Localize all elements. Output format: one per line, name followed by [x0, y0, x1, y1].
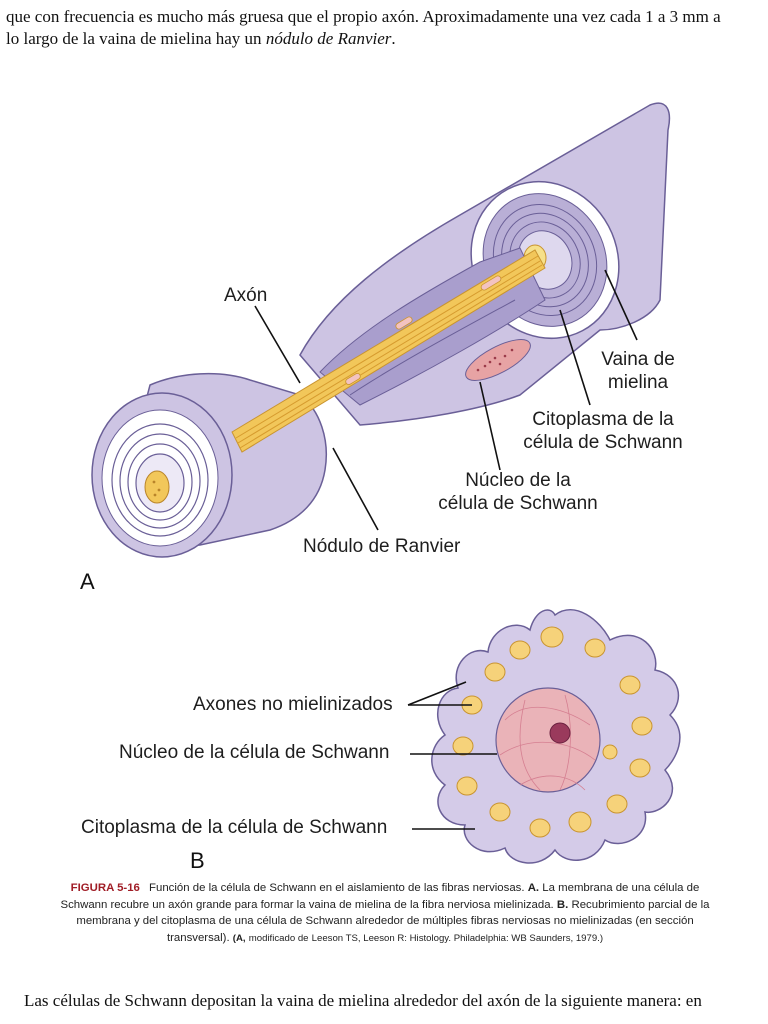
label-node-of-ranvier: Nódulo de Ranvier: [303, 536, 461, 557]
label-schwann-nucleus-a: Núcleo de la célula de Schwann: [428, 469, 608, 515]
top-paragraph-line-2: lo largo de la vaina de mielina hay un n…: [6, 28, 762, 50]
axon-strand: [231, 249, 546, 453]
caption-part-2: La membrana de una célula de Schwann rec…: [60, 882, 700, 911]
label-schwann-nucleus-b: Núcleo de la célula de Schwann: [119, 742, 390, 763]
caption-part-3: Recubrimiento parcial de la membrana y d…: [76, 898, 710, 944]
caption-credit-rest: Leeson TS, Leeson R: Histology. Philadel…: [311, 932, 604, 944]
label-schwann-cytoplasm-a: Citoplasma de la célula de Schwann: [513, 408, 693, 454]
figure-illustration: [91, 102, 681, 864]
caption-a-label: A.: [527, 882, 540, 894]
caption-credit-label: (A,: [232, 932, 246, 944]
bottom-paragraph: Las células de Schwann depositan la vain…: [24, 991, 702, 1010]
top-paragraph-italic-term: nódulo de Ranvier: [265, 29, 392, 48]
caption-figure-number: FIGURA 5-16: [70, 882, 140, 894]
label-myelin-sheath-line-2: mielina: [607, 372, 669, 393]
panel-label-b: B: [190, 848, 205, 873]
unmyelinated-axons: [452, 626, 653, 838]
top-paragraph-line-1: que con frecuencia es mucho más gruesa q…: [6, 7, 721, 26]
leader-lines-a: [254, 269, 638, 531]
label-unmyelinated-axons: Axones no mielinizados: [193, 694, 393, 715]
left-cut-face: [91, 392, 233, 558]
unmyelinated-cross-section: [407, 609, 681, 864]
caption-part-1: Función de la célula de Schwann en el ai…: [149, 882, 525, 894]
label-schwann-cytoplasm-a-line-1: Citoplasma de la: [532, 409, 674, 430]
caption-b-label: B.: [556, 898, 569, 911]
label-schwann-cytoplasm-a-line-2: célula de Schwann: [523, 432, 683, 453]
figure-caption: FIGURA 5-16 Función de la célula de Schw…: [60, 880, 710, 947]
top-paragraph-line-2-end: .: [391, 29, 396, 48]
label-myelin-sheath-line-1: Vaina de: [601, 349, 675, 370]
label-schwann-cytoplasm-b: Citoplasma de la célula de Schwann: [81, 817, 388, 838]
top-paragraph: que con frecuencia es mucho más gruesa q…: [6, 6, 762, 50]
panel-label-a: A: [80, 569, 95, 594]
schwann-nucleus-b: [495, 687, 601, 793]
label-myelin-sheath: Vaina de mielina: [588, 348, 688, 394]
schwann-nucleus-a: [465, 339, 531, 381]
label-schwann-nucleus-a-line-2: célula de Schwann: [438, 493, 598, 514]
myelinated-fiber-drawing: [91, 102, 671, 558]
top-paragraph-line-2-start: lo largo de la vaina de mielina hay un: [6, 29, 266, 48]
label-axon: Axón: [224, 285, 268, 306]
label-schwann-nucleus-a-line-1: Núcleo de la: [465, 470, 571, 491]
leader-lines-b: [407, 681, 497, 830]
caption-credit-small: modificado de: [248, 932, 309, 944]
